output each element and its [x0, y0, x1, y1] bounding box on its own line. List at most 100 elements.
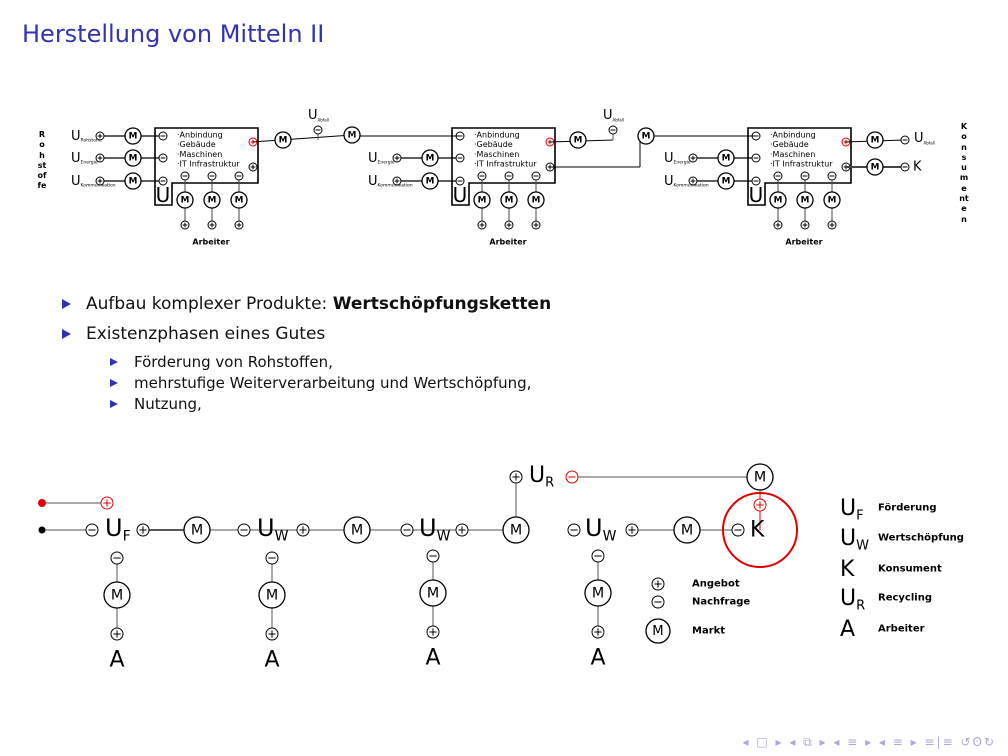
u-label: U: [156, 183, 171, 207]
legend-label: Arbeiter: [878, 624, 925, 635]
legend-label: Förderung: [878, 503, 937, 514]
legend-symbol: A: [840, 617, 855, 642]
market-label: M: [208, 196, 217, 206]
bullet-item: Existenzphasen eines Gutes: [62, 322, 551, 352]
symbol: U: [257, 514, 275, 542]
market-icon: [866, 131, 884, 149]
legend-symbol: UW: [840, 526, 869, 554]
market-label: M: [681, 523, 693, 539]
market-icon: [124, 149, 142, 167]
consumer-cycle: [722, 492, 798, 568]
legend-label: Konsument: [878, 564, 942, 575]
market-icon: [473, 191, 491, 209]
subscript: R: [856, 598, 865, 613]
production-block: [154, 127, 259, 206]
market-icon: [274, 131, 292, 149]
market-label: M: [478, 196, 487, 206]
market-icon: [796, 191, 814, 209]
market-icon: [673, 516, 701, 544]
market-label: M: [426, 177, 435, 187]
symbol: U: [105, 514, 123, 542]
market-label: M: [348, 131, 357, 141]
subscript: Energie: [81, 159, 98, 165]
legend-label: Markt: [692, 626, 725, 637]
production-block: [747, 127, 852, 206]
block-item: ·IT Infrastruktur: [177, 160, 240, 169]
market-icon: [258, 581, 286, 609]
market-icon: [502, 516, 530, 544]
symbol: U: [914, 131, 924, 146]
red-dot: [38, 499, 46, 507]
stage-label: UW: [585, 514, 617, 544]
market-label: M: [652, 624, 663, 639]
sub-bullet-item: Förderung von Rohstoffen,: [110, 352, 551, 373]
market-label: M: [279, 136, 288, 146]
block-item: ·Anbindung: [177, 131, 223, 140]
market-icon: [183, 516, 211, 544]
subscript: W: [275, 528, 289, 544]
bullet-list: Aufbau komplexer Produkte: Wertschöpfung…: [62, 292, 551, 415]
abfall-label: UAbfall: [603, 108, 624, 123]
market-label: M: [642, 132, 651, 142]
subscript: Rohstoffe: [81, 137, 102, 143]
symbol: U: [308, 108, 318, 123]
market-icon: [343, 516, 371, 544]
beamer-navigation-controls[interactable]: ◂ □ ▸ ◂ ⧉ ▸ ◂ ≡ ▸ ◂ ≡ ▸ ≡|≡ ↺ʘ↻: [742, 735, 996, 749]
u-label: U: [749, 183, 764, 207]
subscript: W: [437, 528, 451, 544]
market-icon: [419, 579, 447, 607]
market-label: M: [510, 523, 522, 539]
legend-symbol: UR: [840, 586, 865, 614]
input-label: UEnergie: [664, 151, 691, 166]
market-label: M: [505, 196, 514, 206]
market-icon: [769, 191, 787, 209]
market-label: M: [266, 588, 278, 604]
worker-label: A: [109, 648, 124, 673]
symbol: U: [529, 463, 545, 488]
market-icon: [421, 172, 439, 190]
consumer-label: K: [750, 518, 765, 543]
subscript: Energie: [378, 159, 395, 165]
sub-bullet-item: mehrstufige Weiterverarbeitung und Werts…: [110, 373, 551, 394]
market-label: M: [191, 523, 203, 539]
input-label: UEnergie: [71, 151, 98, 166]
u-label: U: [453, 183, 468, 207]
workers-label: Arbeiter: [489, 238, 526, 247]
symbol: U: [664, 174, 674, 189]
market-label: M: [129, 132, 138, 142]
bullet-text: Aufbau komplexer Produkte:: [86, 294, 333, 314]
market-label: M: [129, 154, 138, 164]
subscript: Energie: [674, 159, 691, 165]
production-block: [451, 127, 556, 206]
market-label: M: [592, 586, 604, 602]
worker-label: A: [590, 646, 605, 671]
subscript: Abfall: [924, 140, 935, 145]
symbol: U: [368, 174, 378, 189]
symbol: U: [368, 151, 378, 166]
symbol: A: [840, 617, 855, 642]
legend-label: Angebot: [692, 579, 740, 590]
bullet-item: Aufbau komplexer Produkte: Wertschöpfung…: [62, 292, 551, 322]
market-icon: [103, 581, 131, 609]
konsumenten-label: Konsumenten: [959, 122, 969, 224]
market-label: M: [574, 136, 583, 146]
block-item: ·Gebäude: [770, 140, 809, 149]
block-item: ·Maschinen: [177, 150, 222, 159]
legend-label: Wertschöpfung: [878, 533, 964, 544]
market-label: M: [426, 154, 435, 164]
market-icon: [569, 131, 587, 149]
symbol: U: [71, 174, 81, 189]
stage-label: UF: [105, 514, 131, 544]
bullet-text: Existenzphasen eines Gutes: [86, 324, 326, 344]
legend-symbol: UF: [840, 496, 864, 524]
symbol: K: [840, 557, 855, 582]
block-item: ·IT Infrastruktur: [474, 160, 537, 169]
block-item: ·Maschinen: [474, 150, 519, 159]
market-icon: [176, 191, 194, 209]
black-dot: [38, 526, 46, 534]
workers-label: Arbeiter: [192, 238, 229, 247]
subscript: Abfall: [613, 117, 624, 122]
market-icon: [203, 191, 221, 209]
symbol: U: [840, 526, 856, 551]
